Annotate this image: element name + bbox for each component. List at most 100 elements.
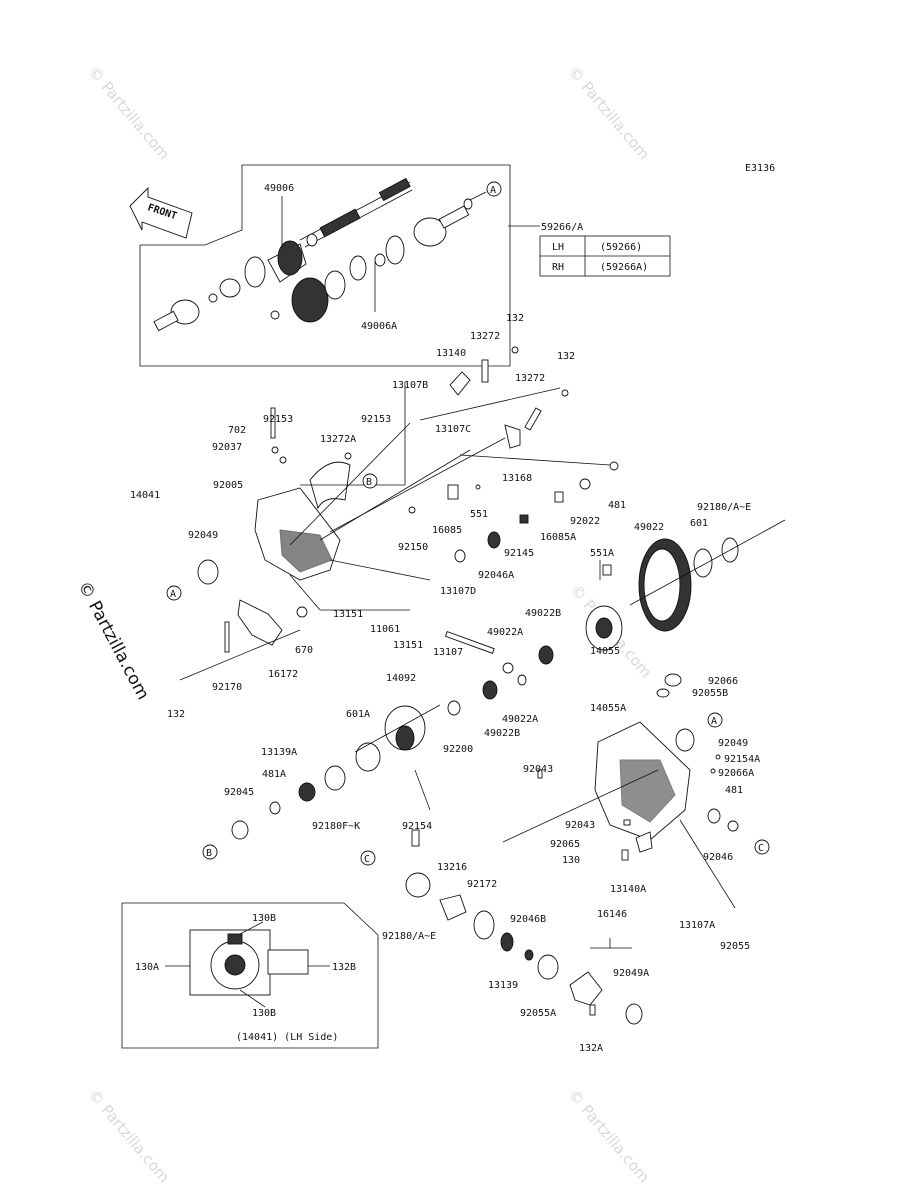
callout-a-top — [486, 181, 502, 197]
inset-caption: (14041) (LH Side) — [236, 1032, 338, 1043]
side-table-lh-part: (59266) — [600, 242, 642, 253]
callouts: A B A A B C C — [166, 181, 770, 866]
part-number-label: 92180/A~E — [382, 931, 436, 942]
callout-a-right — [707, 712, 723, 728]
part-number-label: 13216 — [437, 862, 467, 873]
svg-text:B: B — [366, 477, 372, 488]
part-number-label: 14055 — [590, 646, 620, 657]
svg-text:A: A — [170, 589, 176, 600]
part-number-label: 14055A — [590, 703, 626, 714]
part-number-label: 92180F~K — [312, 821, 360, 832]
watermark-text: © Partzilla.com — [565, 63, 653, 163]
part-number-label: 11061 — [370, 624, 400, 635]
part-number-label: 13140 — [436, 348, 466, 359]
part-number-label: 601 — [690, 518, 708, 529]
part-number-label: 13107 — [433, 647, 463, 658]
part-number-label: 92037 — [212, 442, 242, 453]
part-number-label: 92043 — [565, 820, 595, 831]
part-number-label: 49022A — [487, 627, 523, 638]
inset-panel: 130B 130B 130A 132B (14041) (LH Side) — [121, 902, 379, 1049]
side-table-rh-part: (59266A) — [600, 262, 648, 273]
part-number-label: 92150 — [398, 542, 428, 553]
part-number-label: 92066 — [708, 676, 738, 687]
svg-text:C: C — [364, 854, 370, 865]
part-number-label: 49022 — [634, 522, 664, 533]
callout-c-bottom — [360, 850, 376, 866]
drive-shaft-group — [139, 164, 540, 367]
diagram-code: E3136 — [745, 163, 775, 174]
left-housing — [197, 382, 506, 611]
callout-b-left — [202, 844, 218, 860]
part-number-label: 92153 — [361, 414, 391, 425]
part-number-label: 92180/A~E — [697, 502, 751, 513]
part-number-label: 13151 — [393, 640, 423, 651]
part-number-label: 13168 — [502, 473, 532, 484]
part-number-label: 132A — [579, 1043, 603, 1054]
part-number-label: 13272A — [320, 434, 356, 445]
side-table: 59266/A LH (59266) RH (59266A) — [539, 222, 671, 277]
part-number-label: 92005 — [213, 480, 243, 491]
part-number-label: 130 — [562, 855, 580, 866]
watermark-text: © Partzilla.com — [85, 63, 173, 163]
part-number-label: 551 — [470, 509, 488, 520]
part-number-label: 481 — [725, 785, 743, 796]
part-number-label: 49006A — [361, 321, 397, 332]
watermark-text: © Partzilla.com — [85, 1086, 173, 1186]
inset-label-right: 132B — [332, 962, 356, 973]
part-number-label: 92145 — [504, 548, 534, 559]
part-number-label: 92043 — [523, 764, 553, 775]
part-number-label: 16146 — [597, 909, 627, 920]
svg-text:B: B — [206, 848, 212, 859]
watermark-text: © Partzilla.com — [565, 1086, 653, 1186]
part-number-label: 92049 — [188, 530, 218, 541]
part-number-label: 92046A — [478, 570, 514, 581]
part-number-label: 92066A — [718, 768, 754, 779]
part-number-label: 92055A — [520, 1008, 556, 1019]
part-number-label: 92049A — [613, 968, 649, 979]
svg-text:A: A — [711, 716, 717, 727]
part-number-label: 92170 — [212, 682, 242, 693]
callout-a-left — [166, 585, 182, 601]
part-number-label: 92055B — [692, 688, 728, 699]
inset-label-bottom: 130B — [252, 1008, 276, 1019]
part-number-label: 132 — [167, 709, 185, 720]
part-number-label: 16085 — [432, 525, 462, 536]
part-number-label: 92065 — [550, 839, 580, 850]
part-number-label: 92153 — [263, 414, 293, 425]
shift-fork-group — [408, 346, 611, 514]
callout-c-right — [754, 839, 770, 855]
callout-b-top — [362, 473, 378, 489]
part-number-label: 92154 — [402, 821, 432, 832]
part-number-label: 92055 — [720, 941, 750, 952]
part-number-label: 16085A — [540, 532, 576, 543]
part-number-label: 92022 — [570, 516, 600, 527]
actuator-group — [179, 599, 308, 681]
part-number-label: 92046 — [703, 852, 733, 863]
part-number-label: 13107C — [435, 424, 471, 435]
right-housing — [502, 673, 739, 909]
gear-train-group — [444, 461, 786, 700]
part-number-label: 13139A — [261, 747, 297, 758]
part-number-label: 92045 — [224, 787, 254, 798]
part-number-label: 92049 — [718, 738, 748, 749]
part-number-label: 481A — [262, 769, 286, 780]
part-number-label: 92154A — [724, 754, 760, 765]
side-table-lh: LH — [552, 242, 564, 253]
front-arrow-icon: FRONT — [129, 186, 193, 239]
cover-group — [231, 700, 461, 847]
inset-label-left: 130A — [135, 962, 159, 973]
part-number-label: 49022A — [502, 714, 538, 725]
part-number-label: 14092 — [386, 673, 416, 684]
part-number-label: 13151 — [333, 609, 363, 620]
part-number-label: 13139 — [488, 980, 518, 991]
side-table-ref: 59266/A — [541, 222, 583, 233]
part-number-label: 92046B — [510, 914, 546, 925]
part-number-label: 551A — [590, 548, 614, 559]
svg-text:A: A — [490, 185, 496, 196]
part-number-label: 13107A — [679, 920, 715, 931]
part-number-label: 49022B — [484, 728, 520, 739]
part-number-label: 49006 — [264, 183, 294, 194]
